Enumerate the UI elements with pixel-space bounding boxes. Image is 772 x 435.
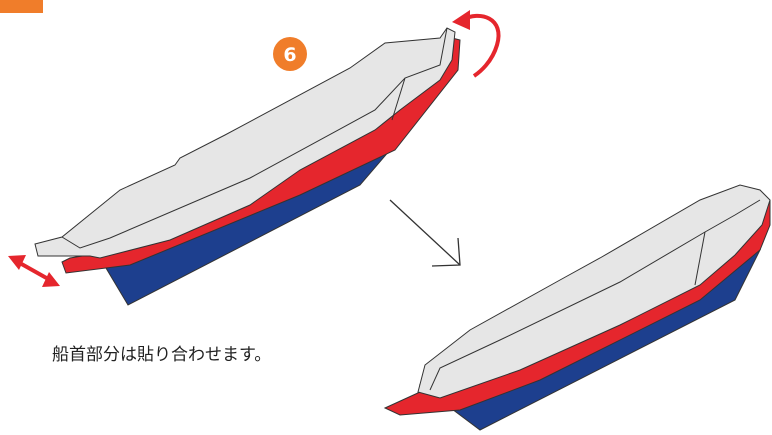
direction-arrow-icon xyxy=(389,199,461,267)
rotate-arrow-icon xyxy=(452,10,501,78)
deck-inner-line xyxy=(61,27,448,249)
ship-unassembled xyxy=(34,27,461,306)
deck-inner-line xyxy=(429,199,761,391)
step-number: 6 xyxy=(283,44,296,66)
deck-crease xyxy=(694,231,706,286)
assembly-caption: 船首部分は貼り合わせます。 xyxy=(52,345,272,365)
deck-gray xyxy=(417,184,771,399)
ship-assembled xyxy=(383,184,771,431)
previous-step-tab xyxy=(0,0,43,13)
deck-gray xyxy=(34,27,456,259)
step-badge: 6 xyxy=(273,37,307,71)
deck-crease xyxy=(391,77,406,121)
double-arrow-icon xyxy=(8,255,60,287)
